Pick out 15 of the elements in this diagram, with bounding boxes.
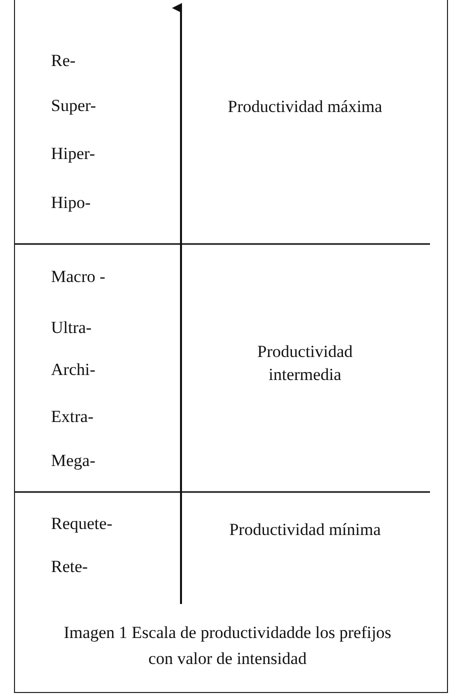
prefix-label: Mega- [51, 450, 96, 471]
productivity-level-label: Productividad mínima [228, 519, 382, 541]
prefix-label: Rete- [51, 556, 88, 577]
prefix-label: Hipo- [51, 192, 91, 213]
figure-caption: Imagen 1 Escala de productividadde los prefijos con valor de intensidad [62, 622, 392, 670]
productivity-level-label: Productividad máxima [226, 96, 384, 118]
prefix-label: Ultra- [51, 317, 92, 338]
productivity-level-label: Productividad intermedia [256, 341, 354, 386]
prefix-label: Re- [51, 50, 76, 71]
prefix-label: Requete- [51, 513, 112, 534]
prefix-label: Hiper- [51, 143, 96, 164]
prefix-label: Archi- [51, 359, 96, 380]
prefix-label: Macro - [51, 266, 106, 287]
prefix-label: Extra- [51, 406, 94, 427]
prefix-label: Super- [51, 95, 96, 116]
